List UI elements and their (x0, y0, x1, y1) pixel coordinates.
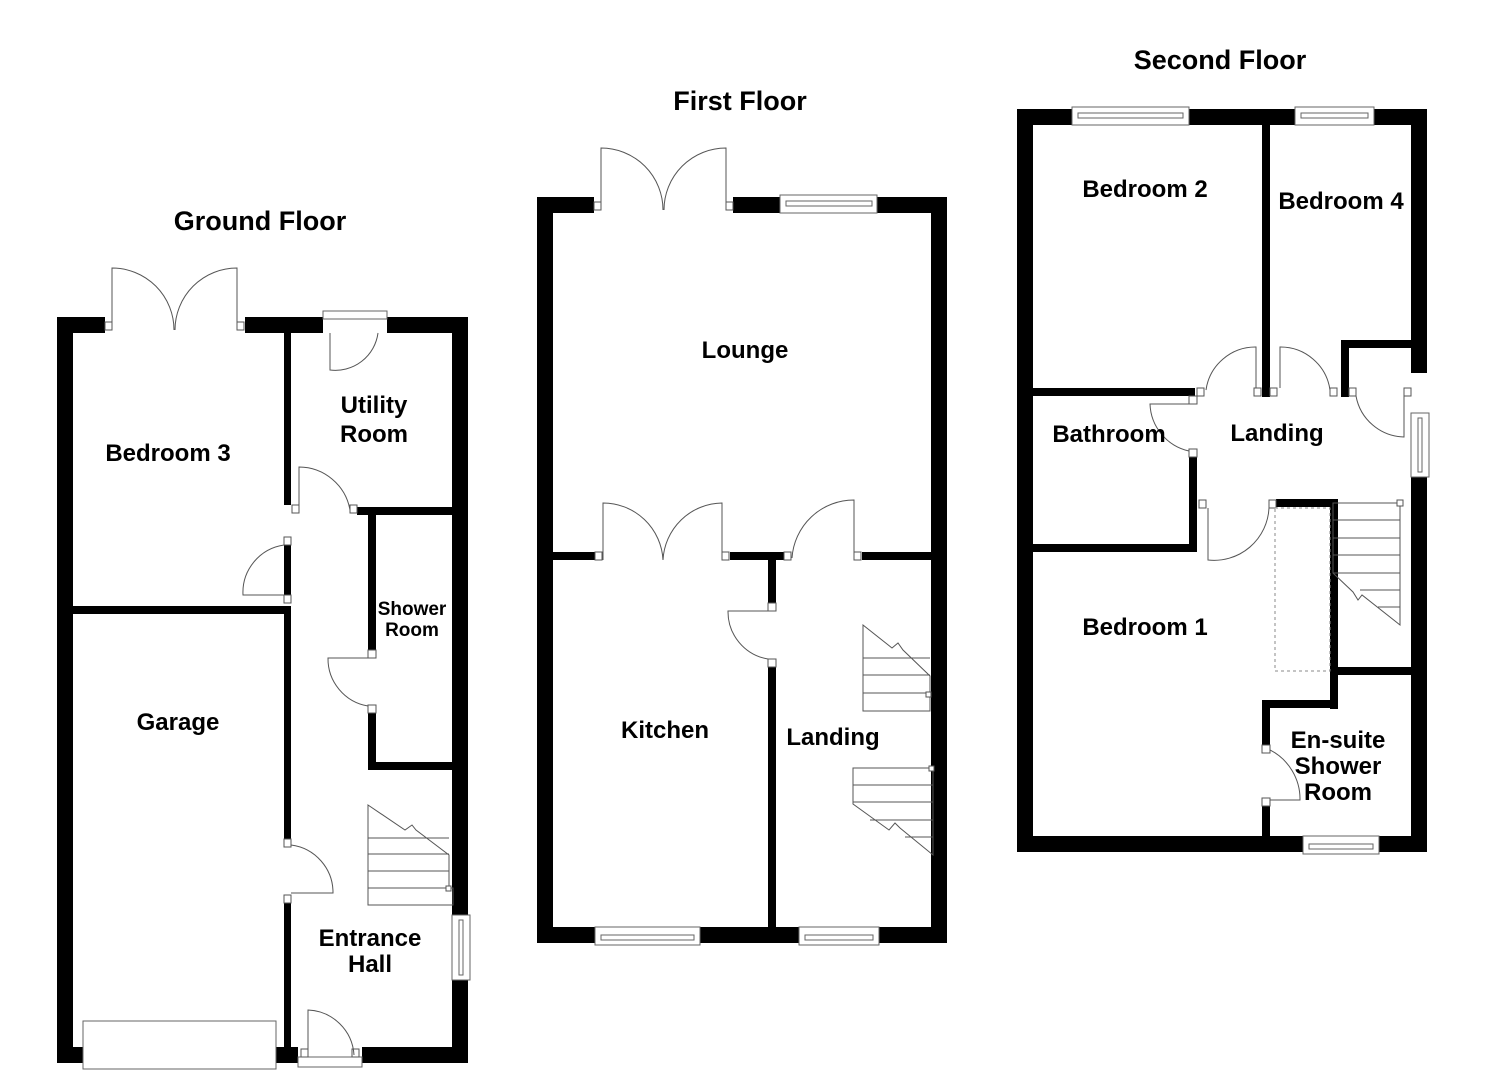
room-label-shower-room-line2: Room (385, 620, 439, 641)
room-label-shower-room-line1: Shower (378, 599, 447, 620)
first-floor-walls (537, 197, 947, 943)
bulkhead-outline (1274, 507, 1331, 672)
window-icon (779, 194, 878, 214)
door-icon (1269, 346, 1338, 397)
room-label-bedroom-4: Bedroom 4 (1278, 188, 1404, 215)
second-floor-walls (1017, 109, 1427, 852)
door-icon (283, 838, 334, 904)
door-icon (727, 602, 777, 668)
door-icon (327, 649, 377, 714)
first-floor: First Floor (537, 86, 947, 946)
floor-title-second: Second Floor (1134, 45, 1307, 75)
window-icon (594, 926, 701, 946)
room-label-bedroom-1: Bedroom 1 (1082, 614, 1207, 641)
door-icon (1196, 346, 1262, 397)
room-label-garage: Garage (137, 709, 220, 736)
room-label-bathroom: Bathroom (1052, 421, 1165, 448)
window-icon (1302, 835, 1380, 855)
room-label-kitchen: Kitchen (621, 717, 709, 744)
door-icon (1261, 744, 1301, 807)
french-door-icon (594, 502, 730, 561)
room-label-en-suite-line2: Shower (1295, 753, 1382, 780)
ground-floor: Ground Floor (57, 206, 471, 1070)
room-label-bedroom-2: Bedroom 2 (1082, 176, 1207, 203)
staircase-icon (1332, 499, 1404, 627)
room-label-bedroom-3: Bedroom 3 (105, 440, 230, 467)
door-icon (1348, 387, 1412, 438)
door-icon (1149, 395, 1198, 458)
window-icon (1294, 106, 1375, 126)
second-floor: Second Floor (1017, 45, 1430, 855)
staircase-icon (852, 765, 935, 857)
window-icon (1071, 106, 1190, 126)
door-icon (783, 499, 862, 561)
window-icon (451, 914, 471, 981)
door-icon (291, 466, 358, 514)
room-label-landing-second: Landing (1230, 420, 1323, 447)
room-label-en-suite-line1: En-suite (1291, 727, 1386, 754)
room-label-utility-room-line2: Room (340, 421, 408, 448)
door-icon (1198, 499, 1277, 561)
window-icon (798, 926, 880, 946)
french-door-icon (104, 267, 245, 331)
room-label-lounge: Lounge (702, 337, 789, 364)
staircase-icon (367, 804, 454, 906)
floor-title-first: First Floor (673, 86, 807, 116)
room-label-landing: Landing (786, 724, 879, 751)
ground-floor-walls (57, 317, 468, 1063)
door-icon (242, 536, 292, 604)
french-door-icon (593, 147, 734, 211)
window-icon (1410, 412, 1430, 478)
room-label-en-suite-line3: Room (1304, 779, 1372, 806)
staircase-icon (862, 623, 932, 712)
room-label-utility-room-line1: Utility (341, 392, 408, 419)
door-icon (322, 310, 388, 371)
front-door-icon (297, 1009, 363, 1068)
garage-door-icon (82, 1020, 277, 1070)
room-label-entrance-hall-line1: Entrance (319, 925, 422, 952)
room-label-entrance-hall-line2: Hall (348, 951, 392, 978)
floor-title-ground: Ground Floor (174, 206, 347, 236)
